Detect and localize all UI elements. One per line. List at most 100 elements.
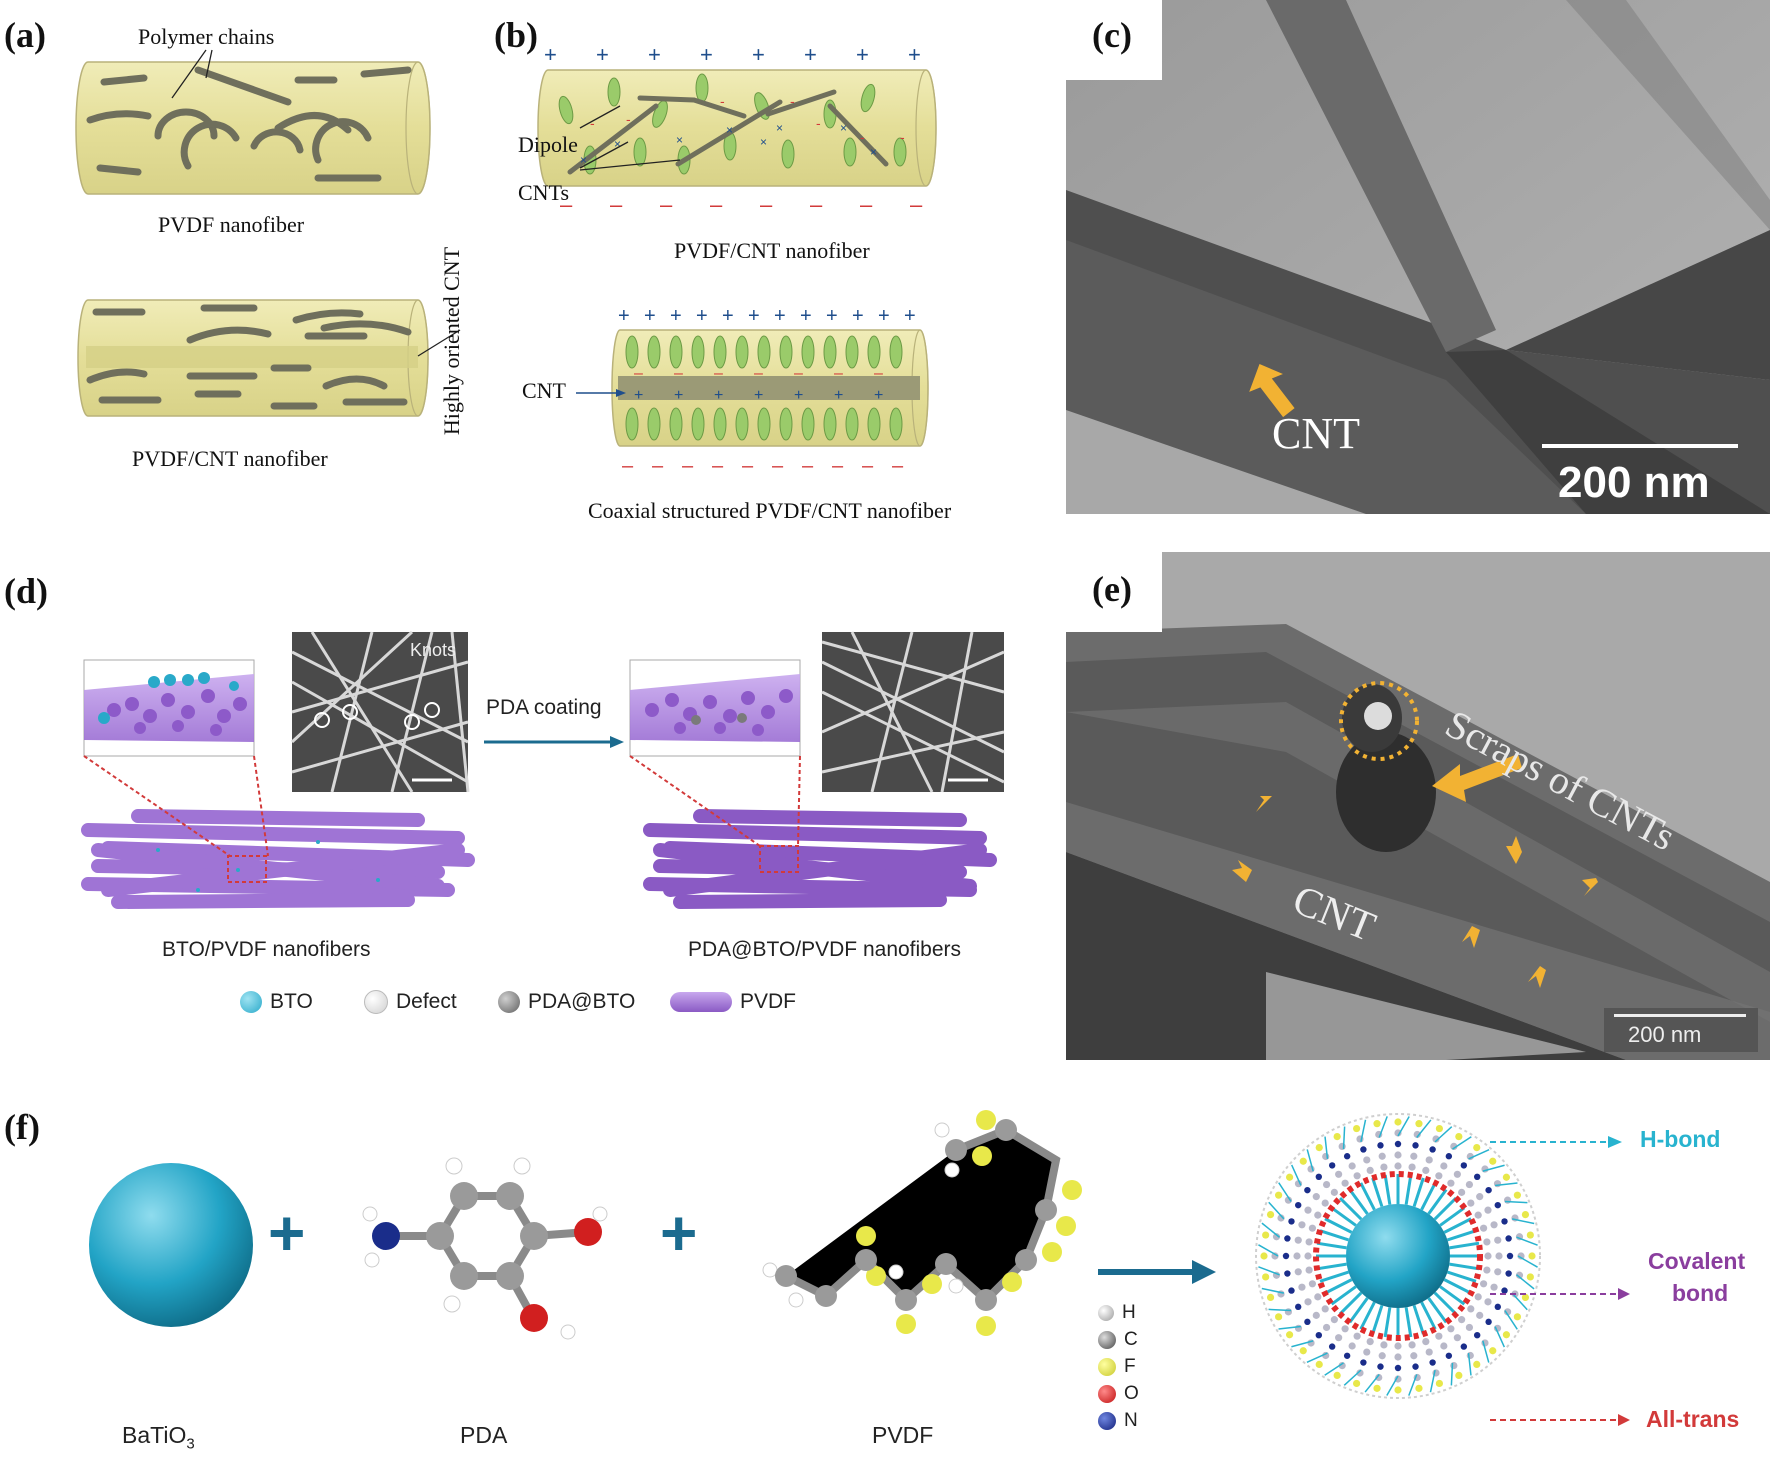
svg-text:+: + bbox=[618, 305, 630, 327]
svg-text:-: - bbox=[790, 93, 795, 109]
hbond-label: H-bond bbox=[1640, 1126, 1721, 1152]
svg-text:–: – bbox=[682, 455, 694, 477]
svg-text:–: – bbox=[634, 365, 643, 382]
dipole-cnts-leader-lines bbox=[579, 105, 681, 171]
atom-o: O bbox=[1098, 1383, 1139, 1405]
legend-bto: BTO bbox=[240, 990, 313, 1014]
svg-text:–: – bbox=[874, 365, 883, 382]
scale-bar-c bbox=[1542, 444, 1738, 448]
svg-text:-: - bbox=[590, 115, 595, 131]
svg-text:+: + bbox=[674, 387, 683, 404]
svg-text:+: + bbox=[644, 305, 656, 327]
cnts-label: CNTs bbox=[518, 180, 570, 205]
svg-text:+: + bbox=[908, 42, 921, 67]
svg-text:–: – bbox=[652, 455, 664, 477]
svg-text:+: + bbox=[752, 42, 765, 67]
defect-dot-icon bbox=[364, 990, 388, 1014]
scale-label-c: 200 nm bbox=[1558, 458, 1710, 507]
svg-text:+: + bbox=[670, 305, 682, 327]
svg-text:×: × bbox=[614, 137, 621, 151]
svg-text:–: – bbox=[622, 455, 634, 477]
svg-text:×: × bbox=[580, 153, 587, 167]
panel-e-label: (e) bbox=[1092, 569, 1132, 609]
svg-text:-: - bbox=[900, 129, 905, 145]
svg-text:-: - bbox=[860, 129, 865, 145]
pvdf-caption: PVDF bbox=[872, 1422, 934, 1448]
svg-text:+: + bbox=[878, 305, 890, 327]
bto-pvdf-inset bbox=[83, 659, 255, 757]
alltrans-label: All-trans bbox=[1646, 1406, 1740, 1432]
svg-text:–: – bbox=[794, 365, 803, 382]
svg-text:×: × bbox=[840, 121, 847, 135]
svg-text:-: - bbox=[720, 93, 725, 109]
svg-text:+: + bbox=[774, 305, 786, 327]
svg-text:–: – bbox=[862, 455, 874, 477]
svg-text:–: – bbox=[660, 192, 673, 217]
svg-text:+: + bbox=[826, 305, 838, 327]
pvdf-cnt-dipole-diagram: ++++ ++++ ---- --- ×××× ×××× –––– –– bbox=[537, 42, 937, 217]
svg-text:×: × bbox=[726, 123, 733, 137]
covalent-label-1: Covalent bbox=[1648, 1248, 1746, 1274]
svg-text:–: – bbox=[892, 455, 904, 477]
svg-text:–: – bbox=[834, 365, 843, 382]
svg-text:×: × bbox=[676, 133, 683, 147]
composite-callout-lines bbox=[1490, 1136, 1630, 1426]
f-atom-icon bbox=[1098, 1358, 1116, 1376]
polymer-chains-label: Polymer chains bbox=[138, 24, 275, 49]
svg-text:+: + bbox=[722, 305, 734, 327]
pvdf-nanofiber-caption: PVDF nanofiber bbox=[158, 212, 305, 237]
n-atom-icon bbox=[1098, 1412, 1116, 1430]
svg-text:–: – bbox=[832, 455, 844, 477]
pda-bto-pvdf-fiber-bundle bbox=[643, 809, 997, 909]
c-atom-icon bbox=[1098, 1331, 1116, 1349]
svg-text:+: + bbox=[748, 305, 760, 327]
pda-molecule bbox=[362, 1157, 608, 1340]
pda-bto-dot-icon bbox=[498, 991, 520, 1013]
tem-image-c bbox=[1066, 0, 1770, 514]
svg-text:–: – bbox=[810, 192, 823, 217]
svg-text:–: – bbox=[714, 365, 723, 382]
knots-label: Knots bbox=[410, 640, 457, 660]
atom-n: N bbox=[1098, 1410, 1139, 1432]
panel-c-label-bg bbox=[1066, 0, 1162, 80]
pvdf-cnt-nanofiber-caption-b: PVDF/CNT nanofiber bbox=[674, 238, 870, 263]
dipole-label: Dipole bbox=[518, 132, 578, 157]
svg-text:+: + bbox=[800, 305, 812, 327]
scale-bar-e bbox=[1614, 1014, 1746, 1017]
svg-text:×: × bbox=[870, 145, 877, 159]
svg-text:–: – bbox=[910, 192, 923, 217]
cnt-label-b: CNT bbox=[522, 378, 566, 403]
pvdf-molecule bbox=[762, 1110, 1082, 1336]
legend-pda-bto: PDA@BTO bbox=[498, 990, 635, 1014]
plus-1: + bbox=[268, 1197, 306, 1269]
svg-text:+: + bbox=[804, 42, 817, 67]
panel-e-label-bg bbox=[1066, 552, 1162, 632]
highly-oriented-cnt-label: Highly oriented CNT bbox=[439, 246, 464, 436]
atom-h: H bbox=[1098, 1302, 1139, 1324]
svg-text:–: – bbox=[710, 192, 723, 217]
panel-c-label: (c) bbox=[1092, 15, 1132, 55]
svg-text:+: + bbox=[544, 42, 557, 67]
batio3-sphere bbox=[89, 1163, 253, 1327]
svg-text:–: – bbox=[860, 192, 873, 217]
svg-text:+: + bbox=[596, 42, 609, 67]
panel-b-label: (b) bbox=[494, 15, 538, 55]
svg-text:+: + bbox=[714, 387, 723, 404]
svg-text:+: + bbox=[648, 42, 661, 67]
pvdf-cnt-nanofiber-diagram bbox=[77, 299, 461, 417]
composite-structure bbox=[1255, 1113, 1541, 1399]
pda-caption: PDA bbox=[460, 1422, 508, 1448]
atom-legend: H C F O N bbox=[1098, 1302, 1139, 1432]
svg-text:+: + bbox=[834, 387, 843, 404]
pda-coating-label: PDA coating bbox=[486, 696, 602, 719]
coaxial-nanofiber-diagram: ++++ ++++ ++++ –––– ––– ++++ +++ –––– ––… bbox=[611, 305, 929, 477]
pda-zoom-lines bbox=[629, 755, 801, 847]
svg-text:+: + bbox=[904, 305, 916, 327]
svg-text:-: - bbox=[626, 111, 631, 127]
scraps-arrow bbox=[1432, 754, 1522, 802]
plus-2: + bbox=[660, 1197, 698, 1269]
svg-text:×: × bbox=[760, 135, 767, 149]
pvdf-rod-icon bbox=[670, 992, 732, 1012]
cnt-arrows-e bbox=[1232, 796, 1598, 988]
svg-text:–: – bbox=[610, 192, 623, 217]
